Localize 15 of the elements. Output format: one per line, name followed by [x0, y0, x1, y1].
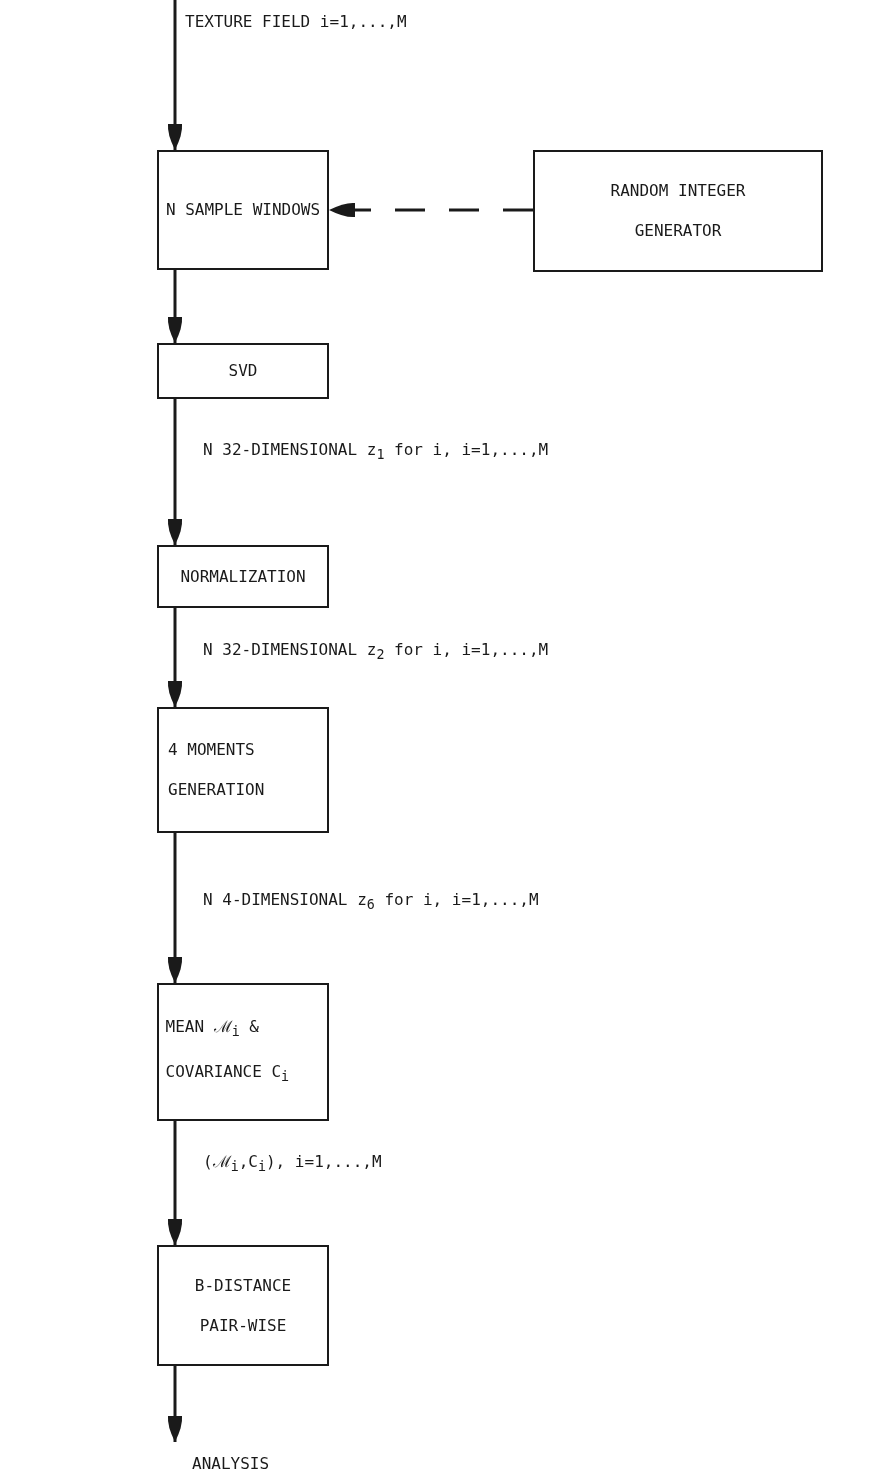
- process-box: [157, 343, 329, 399]
- box-label: N SAMPLE WINDOWS: [165, 199, 321, 221]
- box-label: SVD: [228, 360, 258, 382]
- box-label: NORMALIZATION: [180, 565, 306, 588]
- process-box: [157, 150, 329, 270]
- box-label: B-DISTANCE PAIR-WISE: [193, 1274, 293, 1337]
- box-label: RANDOM INTEGER GENERATOR: [609, 180, 747, 242]
- process-box: [157, 983, 329, 1121]
- box-label: MEAN ℳ$_{i}$ & COVARIANCE C$_{i}$: [165, 1015, 291, 1087]
- output-label: ANALYSIS: [192, 1453, 270, 1475]
- box-label: 4 MOMENTS GENERATION: [168, 739, 266, 801]
- process-box: [157, 707, 329, 833]
- process-box: [157, 1245, 329, 1366]
- process-box: [533, 150, 823, 272]
- process-box: [157, 545, 329, 608]
